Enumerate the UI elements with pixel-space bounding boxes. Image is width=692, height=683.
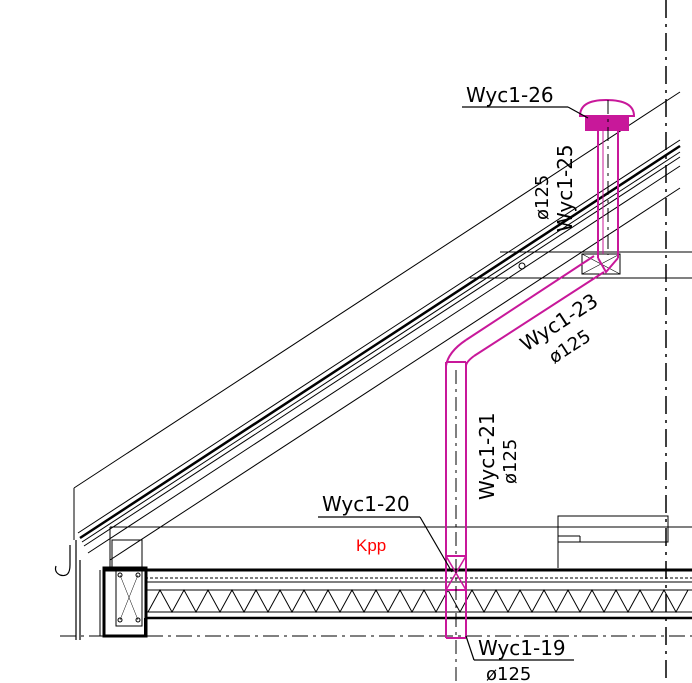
insulation-zigzag [147,588,689,614]
label-kpp: Kpp [356,536,386,555]
label-wyc1-20: Wyc1-20 [322,492,410,516]
label-wyc1-26: Wyc1-26 [466,83,554,107]
label-wyc1-25: Wyc1-25 [553,144,577,232]
vent-duct [445,98,636,639]
label-dia-19: ø125 [486,664,531,683]
attic-floor [60,515,692,637]
ring-beam [99,539,148,638]
label-dia-21: ø125 [500,439,521,484]
gutter [54,540,81,640]
label-wyc1-19: Wyc1-19 [478,636,566,660]
leader-lines [318,106,589,661]
label-wyc1-21: Wyc1-21 [475,412,499,500]
label-dia-25: ø125 [532,175,553,220]
roof-section [73,91,681,561]
